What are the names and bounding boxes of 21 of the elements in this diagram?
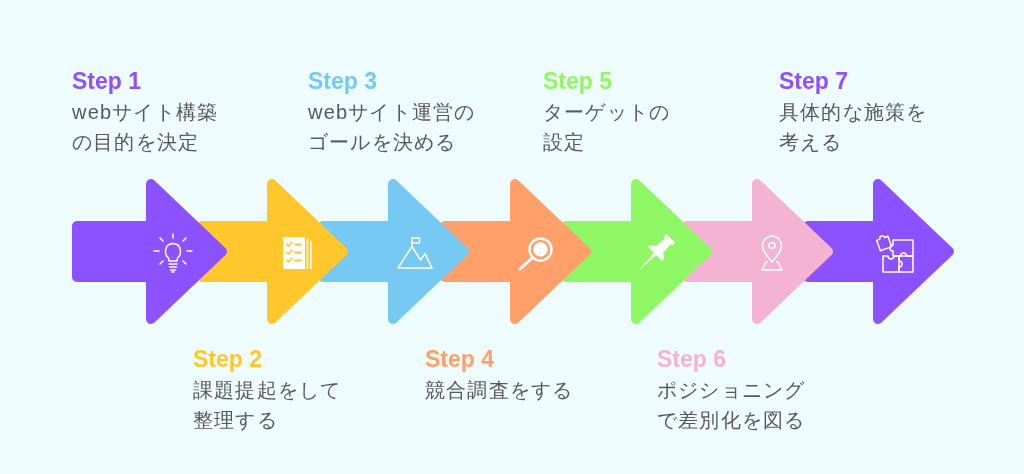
arrow-shape <box>681 179 833 324</box>
step-description: webサイト運営のゴールを決める <box>308 100 477 155</box>
step-heading: Step 1 <box>72 67 142 95</box>
arrow-shape <box>72 179 227 324</box>
step-description: 競合調査をする <box>425 378 575 403</box>
arrow-shape <box>197 179 349 324</box>
arrow-shape <box>318 179 470 324</box>
step-description: webサイト構築の目的を決定 <box>72 100 220 155</box>
step-heading: Step 6 <box>657 345 727 373</box>
step-heading: Step 4 <box>425 345 495 373</box>
step-description: 具体的な施策を考える <box>779 100 929 155</box>
arrow-shape <box>439 179 591 324</box>
step-heading: Step 5 <box>543 67 613 95</box>
step-heading: Step 3 <box>308 67 378 95</box>
step-heading: Step 7 <box>779 67 849 95</box>
step-heading: Step 2 <box>193 345 263 373</box>
step-description: 課題提起をして整理する <box>193 378 343 433</box>
arrow-shape <box>560 179 712 324</box>
step-description: ターゲットの設定 <box>543 100 672 155</box>
step-description: ポジショニングで差別化を図る <box>657 378 807 433</box>
arrow-shape <box>803 179 954 324</box>
